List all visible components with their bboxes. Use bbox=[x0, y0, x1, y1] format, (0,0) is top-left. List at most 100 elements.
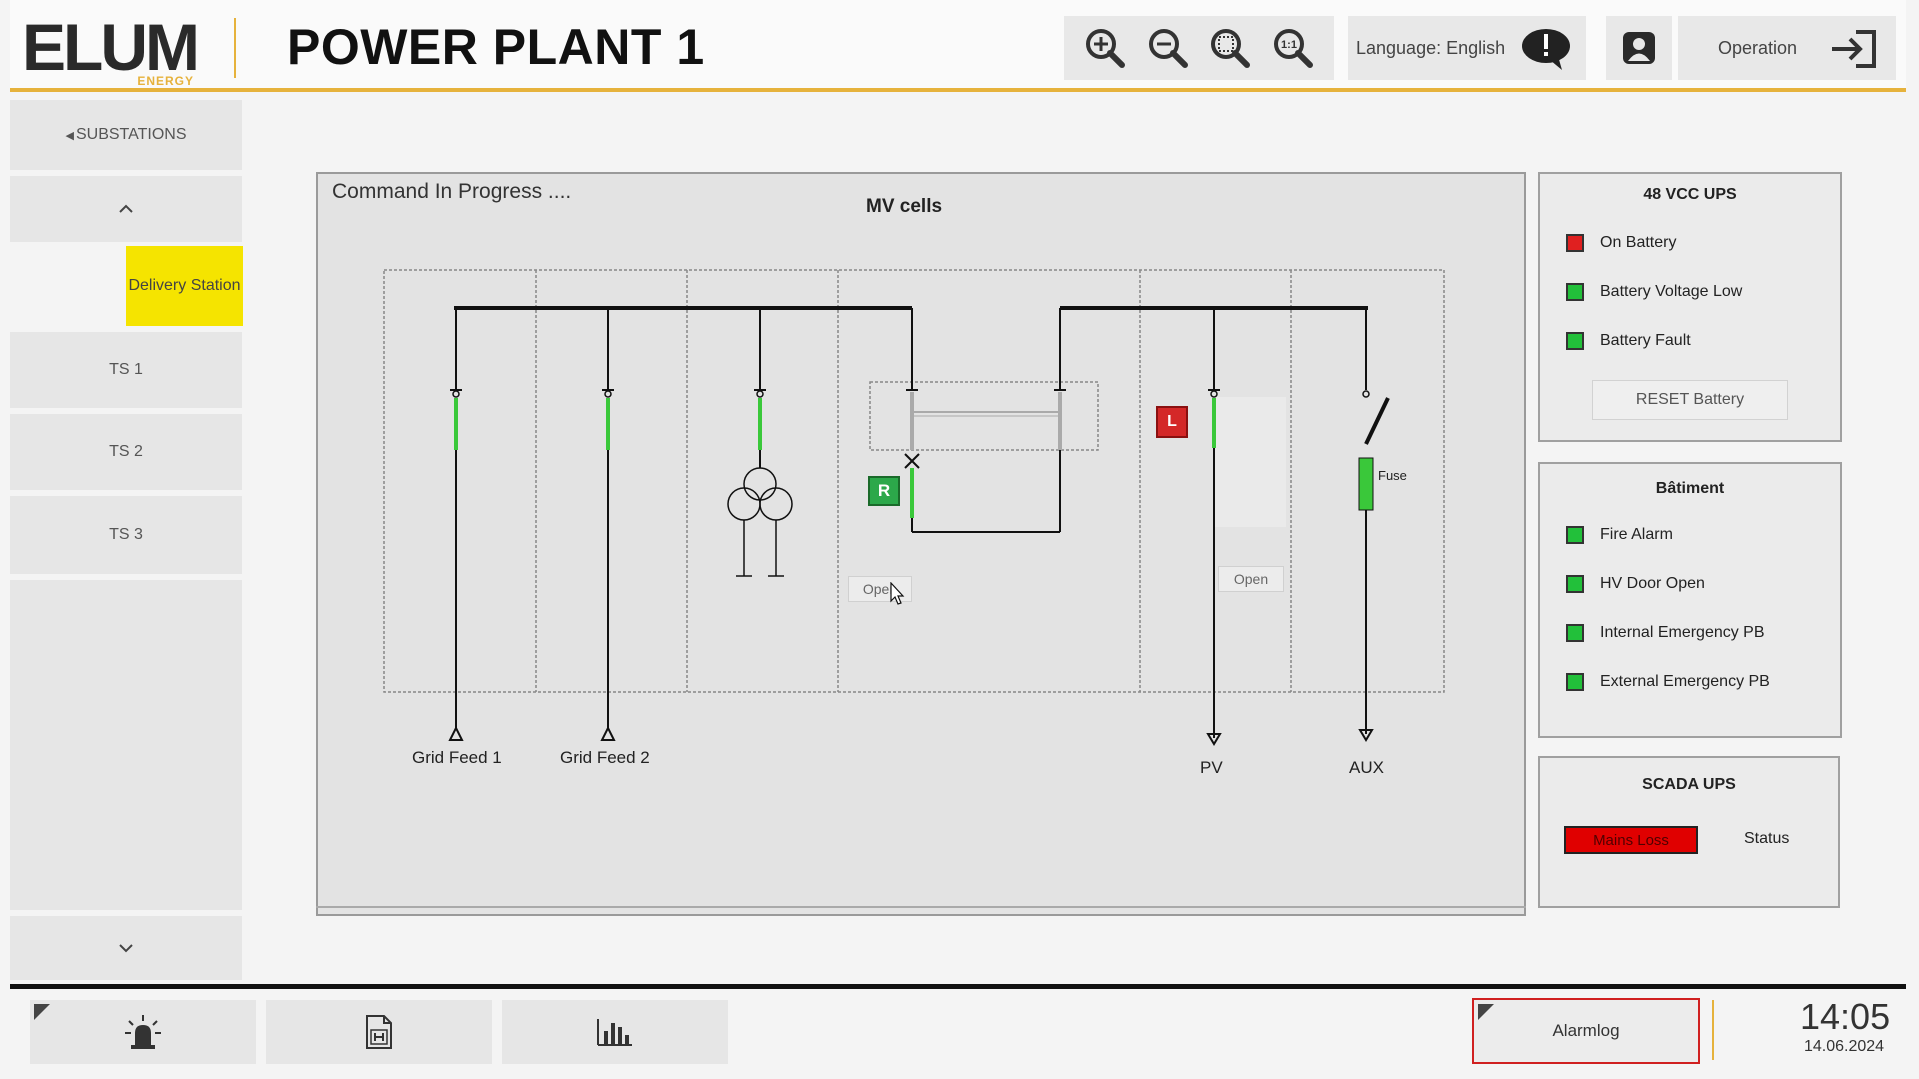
header-divider bbox=[234, 18, 236, 78]
sidebar-empty-slot bbox=[10, 580, 242, 910]
indicator-label: Battery Fault bbox=[1600, 332, 1691, 349]
status-led-icon bbox=[1566, 624, 1584, 642]
zoom-out-button[interactable] bbox=[1144, 24, 1192, 72]
indicator-internal-emergency-pb: Internal Emergency PB bbox=[1566, 624, 1765, 642]
cells-boundary bbox=[383, 269, 1445, 693]
speech-bubble-icon bbox=[1522, 29, 1570, 70]
mains-loss-indicator: Mains Loss bbox=[1564, 826, 1698, 854]
header-bar: ELUM ENERGY POWER PLANT 1 1:1 Language: … bbox=[10, 0, 1906, 92]
clock-date: 14.06.2024 bbox=[1804, 1038, 1885, 1055]
document-h-icon bbox=[366, 1015, 392, 1049]
alarms-button[interactable] bbox=[30, 1000, 256, 1064]
clock-time: 14:05 bbox=[1800, 996, 1891, 1037]
zoom-fit-icon bbox=[1211, 29, 1251, 68]
zoom-reset-button[interactable]: 1:1 bbox=[1269, 24, 1317, 72]
operation-label: Operation bbox=[1718, 37, 1798, 58]
indicator-fire-alarm: Fire Alarm bbox=[1566, 526, 1673, 544]
bus-coupler-bay[interactable] bbox=[869, 308, 1099, 533]
back-chevron-icon: ◀ bbox=[65, 129, 74, 142]
status-led-icon bbox=[1566, 283, 1584, 301]
operation-button[interactable]: Operation bbox=[1678, 16, 1896, 80]
chevron-down-icon bbox=[119, 944, 133, 953]
panel-footer-line bbox=[316, 906, 1526, 916]
zoom-reset-text: 1:1 bbox=[1281, 39, 1297, 51]
footer-divider bbox=[10, 984, 1906, 989]
indicator-label: HV Door Open bbox=[1600, 575, 1705, 592]
fuse-label: Fuse bbox=[1378, 468, 1407, 483]
coupler-open-button[interactable]: Open bbox=[848, 576, 912, 602]
zoom-out-icon bbox=[1148, 29, 1188, 68]
indicator-external-emergency-pb: External Emergency PB bbox=[1566, 673, 1770, 691]
page-title: POWER PLANT 1 bbox=[287, 19, 705, 75]
chevron-up-icon bbox=[119, 204, 133, 213]
corner-marker-icon bbox=[34, 1004, 50, 1020]
pv-open-button[interactable]: Open bbox=[1218, 566, 1284, 592]
alarmlog-button[interactable]: Alarmlog bbox=[1472, 998, 1700, 1064]
ups-status-label: Status bbox=[1744, 830, 1790, 847]
grid-feed-1-bay[interactable] bbox=[448, 308, 464, 741]
mouse-cursor-icon bbox=[890, 582, 905, 605]
status-led-icon bbox=[1566, 234, 1584, 252]
mv-cells-panel bbox=[316, 172, 1526, 916]
remote-badge: R bbox=[868, 476, 900, 506]
language-selector[interactable]: Language: English bbox=[1348, 16, 1586, 80]
scada-ups-panel: SCADA UPS Mains Loss Status bbox=[1538, 756, 1840, 908]
elum-logo: ELUM ENERGY bbox=[22, 14, 202, 88]
status-led-icon bbox=[1566, 575, 1584, 593]
corner-marker-icon bbox=[1478, 1004, 1494, 1020]
grid-feed-2-bay[interactable] bbox=[600, 308, 616, 741]
ups48-title: 48 VCC UPS bbox=[1643, 186, 1737, 203]
section-title: MV cells bbox=[866, 196, 943, 217]
sidebar-item-ts3[interactable]: TS 3 bbox=[10, 496, 242, 574]
indicator-label: Battery Voltage Low bbox=[1600, 283, 1743, 300]
voltage-transformer-bay[interactable] bbox=[727, 308, 793, 577]
language-label: Language: English bbox=[1356, 37, 1506, 58]
zoom-in-button[interactable] bbox=[1081, 24, 1129, 72]
single-line-diagram: Fuse bbox=[383, 269, 1445, 746]
user-badge-icon bbox=[1623, 32, 1655, 64]
substations-label: SUBSTATIONS bbox=[75, 126, 187, 143]
zoom-reset-icon: 1:1 bbox=[1273, 29, 1313, 68]
sidebar-item-ts2[interactable]: TS 2 bbox=[10, 414, 242, 490]
user-button[interactable] bbox=[1606, 16, 1672, 80]
zoom-in-icon bbox=[1086, 29, 1126, 68]
history-report-button[interactable] bbox=[266, 1000, 492, 1064]
siren-icon bbox=[125, 1015, 161, 1049]
scroll-up-button[interactable] bbox=[10, 176, 242, 242]
substation-sidebar: ◀ SUBSTATIONS Delivery Station TS 1 TS 2… bbox=[10, 100, 243, 980]
status-led-icon bbox=[1566, 332, 1584, 350]
zoom-toolbar: 1:1 bbox=[1064, 16, 1334, 80]
transformer-coil-icon bbox=[743, 467, 777, 501]
indicator-label: External Emergency PB bbox=[1600, 673, 1770, 690]
sidebar-item-delivery-station[interactable]: Delivery Station bbox=[126, 246, 243, 326]
batiment-panel: Bâtiment Fire Alarm HV Door Open Interna… bbox=[1538, 462, 1842, 738]
logout-icon bbox=[1832, 30, 1876, 68]
pv-bay[interactable] bbox=[1206, 308, 1286, 746]
indicator-battery-voltage-low: Battery Voltage Low bbox=[1566, 283, 1742, 301]
alarmlog-label: Alarmlog bbox=[1552, 1021, 1620, 1040]
logo-text: ELUM bbox=[22, 10, 200, 84]
status-led-icon bbox=[1566, 673, 1584, 691]
footer-separator bbox=[1712, 1000, 1714, 1060]
status-led-icon bbox=[1566, 526, 1584, 544]
reset-battery-button[interactable]: RESET Battery bbox=[1592, 380, 1788, 420]
substations-back-button[interactable]: ◀ SUBSTATIONS bbox=[10, 100, 242, 170]
aux-label: AUX bbox=[1349, 758, 1384, 777]
indicator-label: Fire Alarm bbox=[1600, 526, 1673, 543]
trend-chart-button[interactable] bbox=[502, 1000, 728, 1064]
aux-bay[interactable]: Fuse bbox=[1358, 308, 1407, 742]
switch-open-aux bbox=[1364, 397, 1390, 445]
indicator-label: Internal Emergency PB bbox=[1600, 624, 1765, 641]
scroll-down-button[interactable] bbox=[10, 916, 242, 980]
pv-label: PV bbox=[1200, 758, 1223, 777]
indicator-label: On Battery bbox=[1600, 234, 1677, 251]
sidebar-item-ts1[interactable]: TS 1 bbox=[10, 332, 242, 408]
zoom-fit-button[interactable] bbox=[1206, 24, 1254, 72]
command-status-message: Command In Progress .... bbox=[332, 180, 572, 203]
indicator-battery-fault: Battery Fault bbox=[1566, 332, 1691, 350]
local-badge: L bbox=[1156, 406, 1188, 438]
ups48-panel: 48 VCC UPS On Battery Battery Voltage Lo… bbox=[1538, 172, 1842, 442]
grid-feed-2-label: Grid Feed 2 bbox=[560, 748, 650, 767]
scada-ups-title: SCADA UPS bbox=[1642, 776, 1736, 793]
